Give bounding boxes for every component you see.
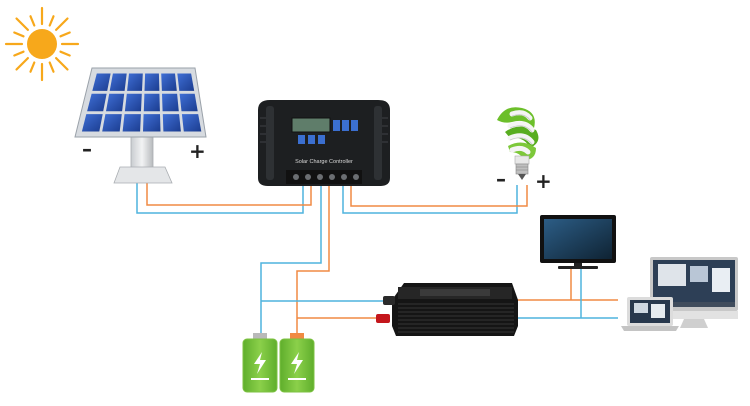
sun-ray [13,31,25,38]
solar-cell [106,93,125,112]
controller-button-3 [351,120,358,131]
solar-cell [161,73,177,91]
laptop-icon [621,297,679,331]
lightning-bolt-icon [254,352,266,374]
charge-controller-icon: Solar Charge Controller [258,100,390,186]
solar-cell [177,73,195,91]
sun-ray [29,61,36,73]
cfl-bulb-icon [497,107,539,180]
inverter-terminal-black [383,296,395,305]
wires [136,183,618,335]
solar-cell [87,93,107,112]
battery-terminal [290,333,304,339]
battery-level-bar [251,378,269,380]
lamp-plus-sign: + [535,169,552,193]
wire-battery-negative [260,186,322,335]
sun-ray [55,17,69,31]
inverter-terminal-red [376,314,390,323]
sun-ray [48,15,55,27]
sun-ray [15,57,29,71]
battery-icon [279,333,315,393]
panel-minus-sign: – [82,137,92,161]
solar-cell [162,93,179,112]
solar-cell [181,114,202,132]
battery-level-bar [288,378,306,380]
inverter-icon [376,283,518,336]
solar-cell [122,114,141,132]
sun-icon [4,6,80,82]
solar-cell [179,93,198,112]
controller-button-6 [318,135,325,144]
tv-monitor-icon [540,215,616,269]
wire-battery-positive [296,186,330,335]
controller-lcd [291,117,331,133]
lightning-bolt-icon [291,352,303,374]
solar-cell [81,114,103,132]
wire-lamp-positive [350,185,528,207]
sun-ray [48,61,55,73]
sun-ray [59,50,71,57]
panel-plus-sign: + [189,139,206,163]
sun-ray [15,17,29,31]
wire-panel-positive [146,183,312,206]
sun-ray [55,57,69,71]
controller-label: Solar Charge Controller [295,159,353,165]
solar-cell [162,114,181,132]
battery-pack [242,333,315,393]
wire-lamp-negative [342,185,518,214]
solar-cell [109,73,127,91]
controller-button-1 [333,120,340,131]
controller-button-5 [308,135,315,144]
solar-cell [124,93,142,112]
sun-ray [59,31,71,38]
solar-cell [143,93,160,112]
battery-icon [242,333,278,393]
solar-cell [143,114,161,132]
battery-terminal [253,333,267,339]
solar-panel-icon [74,67,207,184]
lamp-minus-sign: – [496,167,506,191]
solar-cell [92,73,111,91]
controller-button-2 [342,120,349,131]
solar-cell [102,114,122,132]
solar-cell [144,73,160,91]
sun-ray [29,15,36,27]
controller-button-4 [298,135,305,144]
sun-ray [13,50,25,57]
wire-panel-negative [136,183,304,214]
solar-cell [127,73,143,91]
